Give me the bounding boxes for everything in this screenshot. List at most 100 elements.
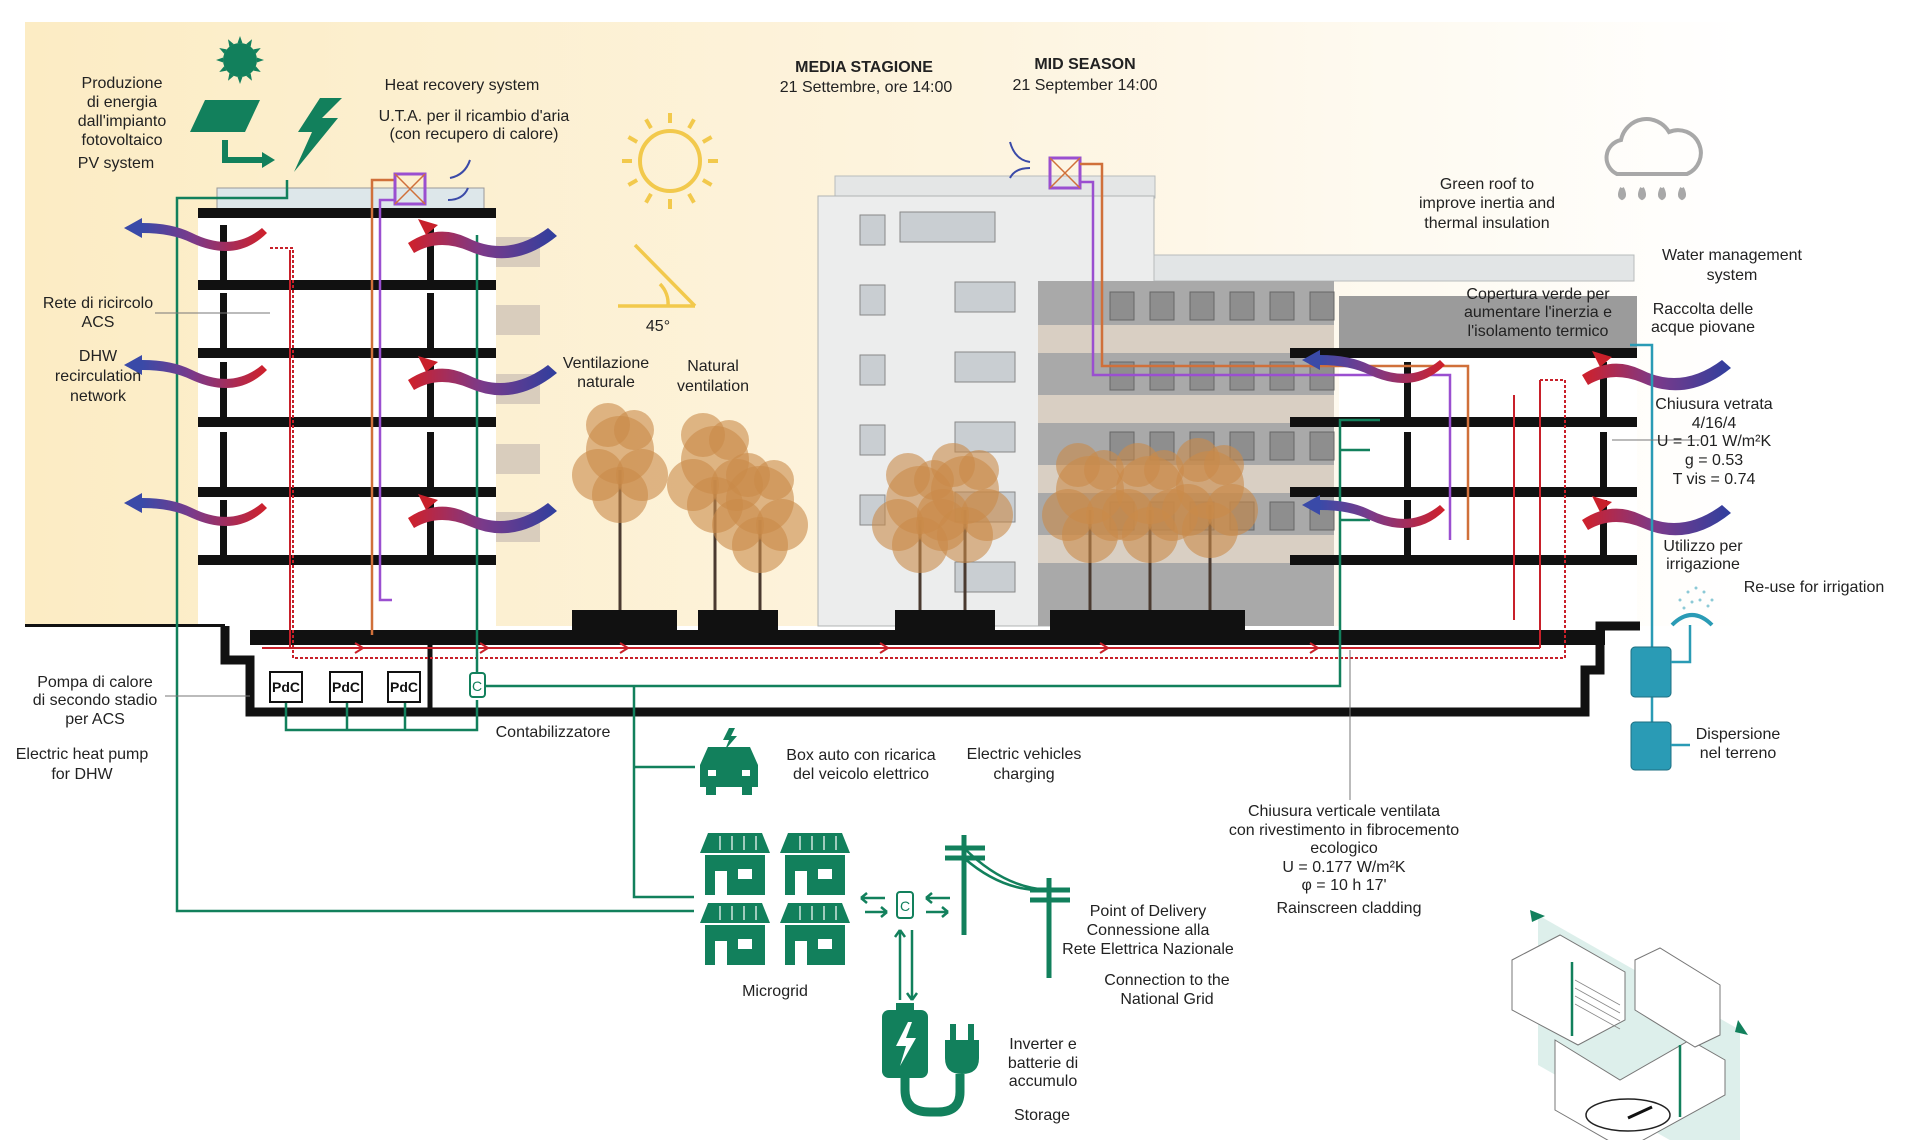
wind-arrow: [1582, 351, 1731, 391]
sun-ray: [253, 66, 261, 72]
battery-storage-icon: [882, 1003, 979, 1117]
sun-ray: [701, 178, 713, 187]
pv-line: di energia: [87, 94, 157, 111]
water-irrigation-it: irrigazione: [1666, 556, 1740, 573]
wind-arrow: [124, 355, 267, 388]
arrow-head: [1592, 496, 1612, 512]
ventilation-label: Ventilazione naturale Natural ventilatio…: [563, 355, 749, 395]
ev-en: charging: [993, 766, 1054, 783]
inflow-arrow: [408, 365, 557, 396]
water-tank-collection: [1630, 646, 1672, 698]
sun-icon: [622, 113, 718, 209]
balcony: [1038, 325, 1334, 353]
arrow-head: [124, 355, 142, 375]
storage-it: Inverter e: [1009, 1036, 1077, 1053]
sun-ray: [219, 66, 227, 72]
dhw-it: Rete di ricircolo: [43, 295, 153, 312]
tree-canopy: [754, 460, 794, 500]
wind-arrow: [1302, 350, 1445, 383]
cladding-line: U = 0.177 W/m²K: [1282, 859, 1405, 876]
sun-ray: [253, 48, 261, 54]
left-building-section: [198, 187, 540, 626]
pv-line: dall'impianto: [78, 113, 167, 130]
tree-canopy: [937, 507, 993, 563]
floor-slab: [198, 348, 496, 358]
balcony: [496, 305, 540, 335]
green-roof-label: Green roof to improve inertia and therma…: [1419, 176, 1612, 340]
water-tank-dispersion: [1630, 721, 1672, 771]
grid-it: Connessione alla: [1087, 922, 1210, 939]
inflow-arrow: [1582, 360, 1731, 391]
outflow-arrow: [1320, 355, 1445, 383]
solar-roof: [700, 833, 770, 853]
window: [1309, 291, 1335, 321]
green-roof-it: aumentare l'inerzia e: [1464, 304, 1612, 321]
key-plan-axonometric: [1511, 910, 1748, 1140]
window: [859, 424, 886, 456]
column: [220, 225, 227, 280]
dhw-en: recirculation: [55, 368, 141, 385]
ev-it: del veicolo elettrico: [793, 766, 929, 783]
solar-roof: [780, 833, 850, 853]
meter-symbol: C: [472, 678, 482, 694]
flow-arrow: [354, 642, 365, 654]
storage-it: batterie di: [1008, 1055, 1078, 1072]
ev-car-icon: [700, 728, 758, 795]
season-it: MEDIA STAGIONE: [795, 59, 933, 76]
door: [715, 871, 727, 895]
ventilation-it: Ventilazione: [563, 355, 649, 372]
house-body: [785, 855, 845, 895]
green-sun-icon: [216, 36, 264, 84]
meter-label: Contabilizzatore: [496, 724, 611, 741]
window: [859, 354, 886, 386]
tree: [917, 443, 1013, 612]
outflow-arrow: [142, 498, 267, 526]
column: [427, 293, 434, 348]
inflow-arrow: [408, 503, 557, 534]
water-collection: acque piovane: [1651, 319, 1755, 336]
sun-angle-icon: [618, 243, 697, 308]
heat-recovery-unit-right: [1048, 156, 1082, 190]
ventilation-it: naturale: [577, 374, 635, 391]
heat-recovery-en: Heat recovery system: [385, 77, 540, 94]
wind-arrow: [1302, 495, 1445, 528]
column: [220, 293, 227, 348]
column: [220, 500, 227, 555]
floor-slab: [198, 280, 496, 290]
storage-en: Storage: [1014, 1107, 1070, 1124]
window: [1269, 431, 1295, 461]
window: [818, 869, 832, 879]
ev-label: Box auto con ricarica del veicolo elettr…: [786, 746, 1081, 783]
heat-pump-text: Pompa di calore di secondo stadio per AC…: [16, 674, 158, 783]
floor-slab: [1290, 348, 1637, 358]
cladding-line: con rivestimento in fibrocemento: [1229, 822, 1459, 839]
right-building-section: [1290, 296, 1637, 626]
window: [859, 214, 886, 246]
lightning-icon: [294, 98, 342, 172]
season-header: MEDIA STAGIONE 21 Settembre, ore 14:00 M…: [780, 56, 1158, 96]
heat-pumps: PdC PdC PdC C: [269, 671, 486, 703]
dhw-recirculation-pipes: [262, 247, 1566, 659]
green-roof-it: Copertura verde per: [1466, 286, 1610, 303]
green-roof-it: l'isolamento termico: [1468, 323, 1609, 340]
house-icon: [780, 903, 850, 965]
floor-slab: [1290, 487, 1637, 497]
storage-label: Inverter e batterie di accumulo Storage: [1008, 1036, 1078, 1124]
arrow-head: [124, 493, 142, 513]
sun-ray: [687, 118, 696, 130]
microgrid-meter-symbol: C: [900, 898, 910, 914]
grid-it: Rete Elettrica Nazionale: [1062, 941, 1234, 958]
sun-ray: [237, 76, 243, 84]
ev-it: Box auto con ricarica: [786, 747, 936, 764]
floor-slab: [1290, 555, 1637, 565]
sun-ray: [246, 73, 252, 81]
sun-ray: [644, 192, 653, 204]
tree-canopy: [1182, 502, 1238, 558]
window: [738, 939, 752, 949]
flow-arrow: [879, 642, 890, 654]
north-arrow-icon: [1585, 1098, 1671, 1132]
dhw-en: network: [70, 388, 127, 405]
tree: [1162, 438, 1258, 612]
inflow-arrow: [408, 228, 557, 259]
cladding-line: φ = 10 h 17': [1301, 877, 1386, 894]
